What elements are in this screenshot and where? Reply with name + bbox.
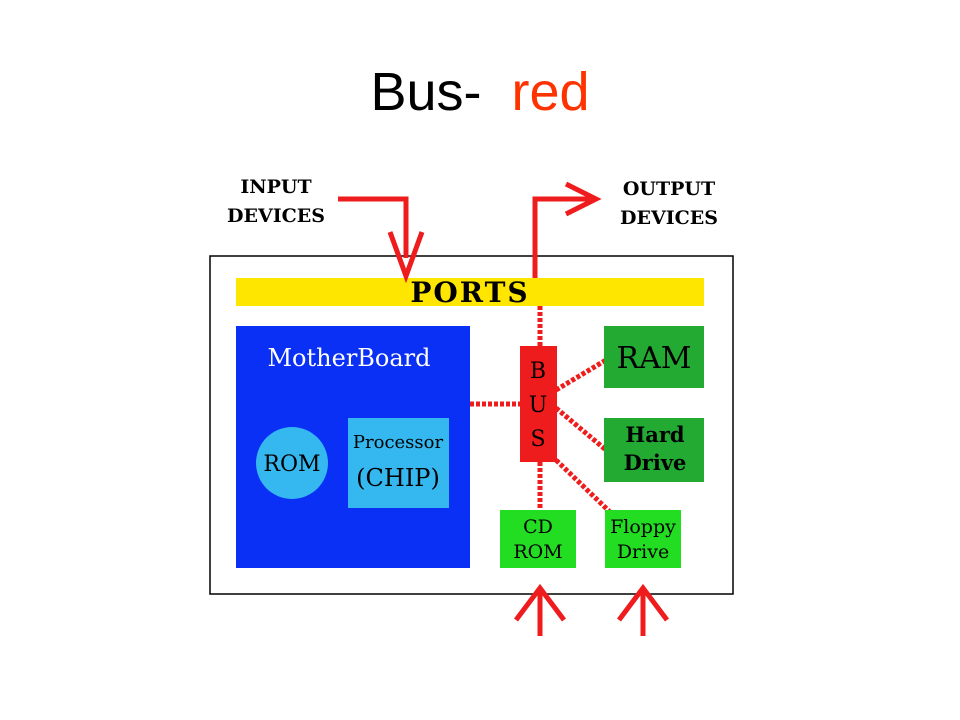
- processor-box: [348, 418, 449, 508]
- bus-box: [520, 346, 557, 462]
- bus-line-hard-drive: [554, 406, 608, 452]
- motherboard-label: MotherBoard: [267, 344, 430, 372]
- input-devices-label-line2: DEVICES: [227, 205, 325, 227]
- slide-title: Bus- red: [0, 58, 960, 126]
- cd-rom-input-arrow: [514, 583, 566, 636]
- cd-rom-label-line1: CD: [523, 516, 553, 538]
- floppy-label-line2: Drive: [617, 541, 669, 563]
- floppy-input-arrow: [617, 583, 669, 636]
- bus-line-floppy: [554, 458, 612, 514]
- bus-letter-u: U: [529, 393, 548, 418]
- bus-letter-b: B: [530, 359, 546, 384]
- bus-letter-s: S: [530, 427, 545, 452]
- cd-rom-label-line2: ROM: [513, 541, 562, 563]
- bus-lines: [470, 306, 612, 514]
- hard-drive-label-line1: Hard: [625, 422, 685, 447]
- ports-bar: [236, 278, 704, 306]
- output-devices-label-line2: DEVICES: [620, 207, 718, 229]
- floppy-label-line1: Floppy: [610, 516, 676, 538]
- ports-label: PORTS: [410, 276, 529, 309]
- processor-label: Processor: [353, 432, 444, 453]
- input-arrow: [338, 196, 425, 284]
- input-devices-label-line1: INPUT: [240, 176, 311, 198]
- hard-drive-box: [604, 418, 704, 482]
- floppy-box: [605, 510, 681, 568]
- rom-label: ROM: [263, 452, 320, 477]
- output-arrow: [532, 181, 602, 278]
- cd-rom-box: [500, 510, 576, 568]
- ram-label: RAM: [617, 341, 692, 376]
- rom-circle: [256, 427, 328, 499]
- ram-box: [604, 326, 704, 388]
- hard-drive-label-line2: Drive: [624, 450, 687, 475]
- chip-label: (CHIP): [356, 464, 440, 492]
- output-devices-label-line1: OUTPUT: [623, 178, 715, 200]
- bus-line-ram: [554, 357, 608, 393]
- title-main: Bus-: [370, 62, 482, 122]
- title-accent: red: [511, 62, 590, 122]
